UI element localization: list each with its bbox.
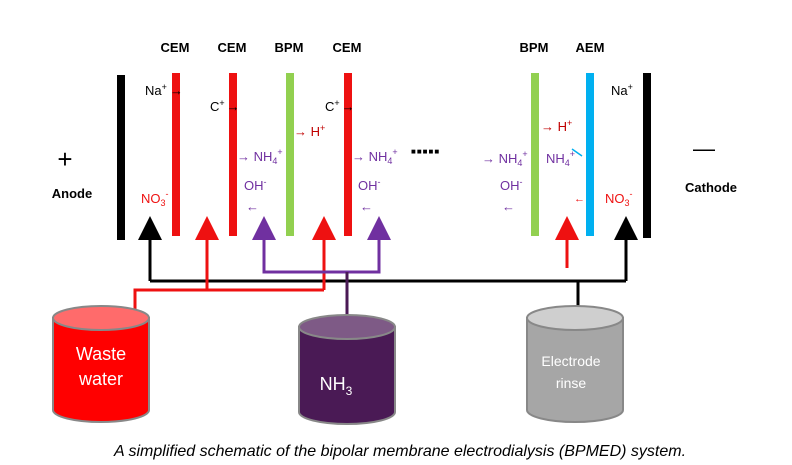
cathode-label: Cathode [685, 180, 737, 195]
arrow-no3-right: ← [574, 193, 585, 205]
rinse-label-1: Electrode [541, 353, 600, 369]
ion-oh-2: OH- [358, 177, 381, 193]
waste-label-2: water [78, 369, 123, 389]
label-cem-3: CEM [333, 40, 362, 55]
ion-nh4-3: → NH4+ [482, 149, 528, 168]
minus-sign: — [693, 136, 715, 161]
ion-oh-1: OH- [244, 177, 267, 193]
plus-sign: + [57, 144, 72, 174]
membrane-cem-2 [229, 73, 237, 236]
membrane-cem-3 [344, 73, 352, 236]
arrow-oh-2: ← [360, 199, 373, 214]
label-cem-1: CEM [161, 40, 190, 55]
ion-c-2: C+→ [325, 98, 355, 114]
anode-electrode [117, 75, 125, 240]
ion-nh4-2: → NH4+ [352, 147, 398, 166]
label-aem: AEM [576, 40, 605, 55]
nh3-tank: NH3 [298, 314, 396, 425]
membrane-cem-1 [172, 73, 180, 236]
nh3-label: NH3 [320, 374, 353, 398]
ion-na-right: Na+ [611, 82, 633, 98]
membrane-bpm-2 [531, 73, 539, 236]
ion-h-right: → H+ [541, 118, 572, 134]
aem-crossing-arrow [571, 148, 583, 157]
label-bpm-2: BPM [520, 40, 549, 55]
figure-caption: A simplified schematic of the bipolar me… [113, 443, 686, 460]
ion-h-left: → H+ [294, 123, 325, 139]
ion-no3-right: NO3- [605, 189, 633, 208]
arrow-oh-3: ← [502, 199, 515, 214]
cathode-electrode [643, 73, 651, 238]
membrane-aem [586, 73, 594, 236]
waste-water-tank: Waste water [52, 305, 150, 423]
ion-na-left: Na+→ [145, 82, 183, 98]
waste-label-1: Waste [76, 344, 126, 364]
label-cem-2: CEM [218, 40, 247, 55]
ion-no3-left: NO3- [141, 189, 169, 208]
ion-nh4-4: NH4+ [546, 149, 575, 168]
label-bpm-1: BPM [275, 40, 304, 55]
anode-label: Anode [52, 186, 92, 201]
stack-ellipsis: ■■■■■ [411, 147, 440, 156]
nh3-loop-line [262, 230, 381, 274]
ion-c-1: C+→ [210, 98, 240, 114]
ion-oh-3: OH- [500, 177, 523, 193]
rinse-label-2: rinse [556, 375, 587, 391]
arrow-oh-1: ← [246, 199, 259, 214]
ion-nh4-1: → NH4+ [237, 147, 283, 166]
waste-feed-line [133, 288, 324, 312]
electrode-rinse-tank: Electrode rinse [526, 305, 624, 423]
membrane-bpm-1 [286, 73, 294, 236]
